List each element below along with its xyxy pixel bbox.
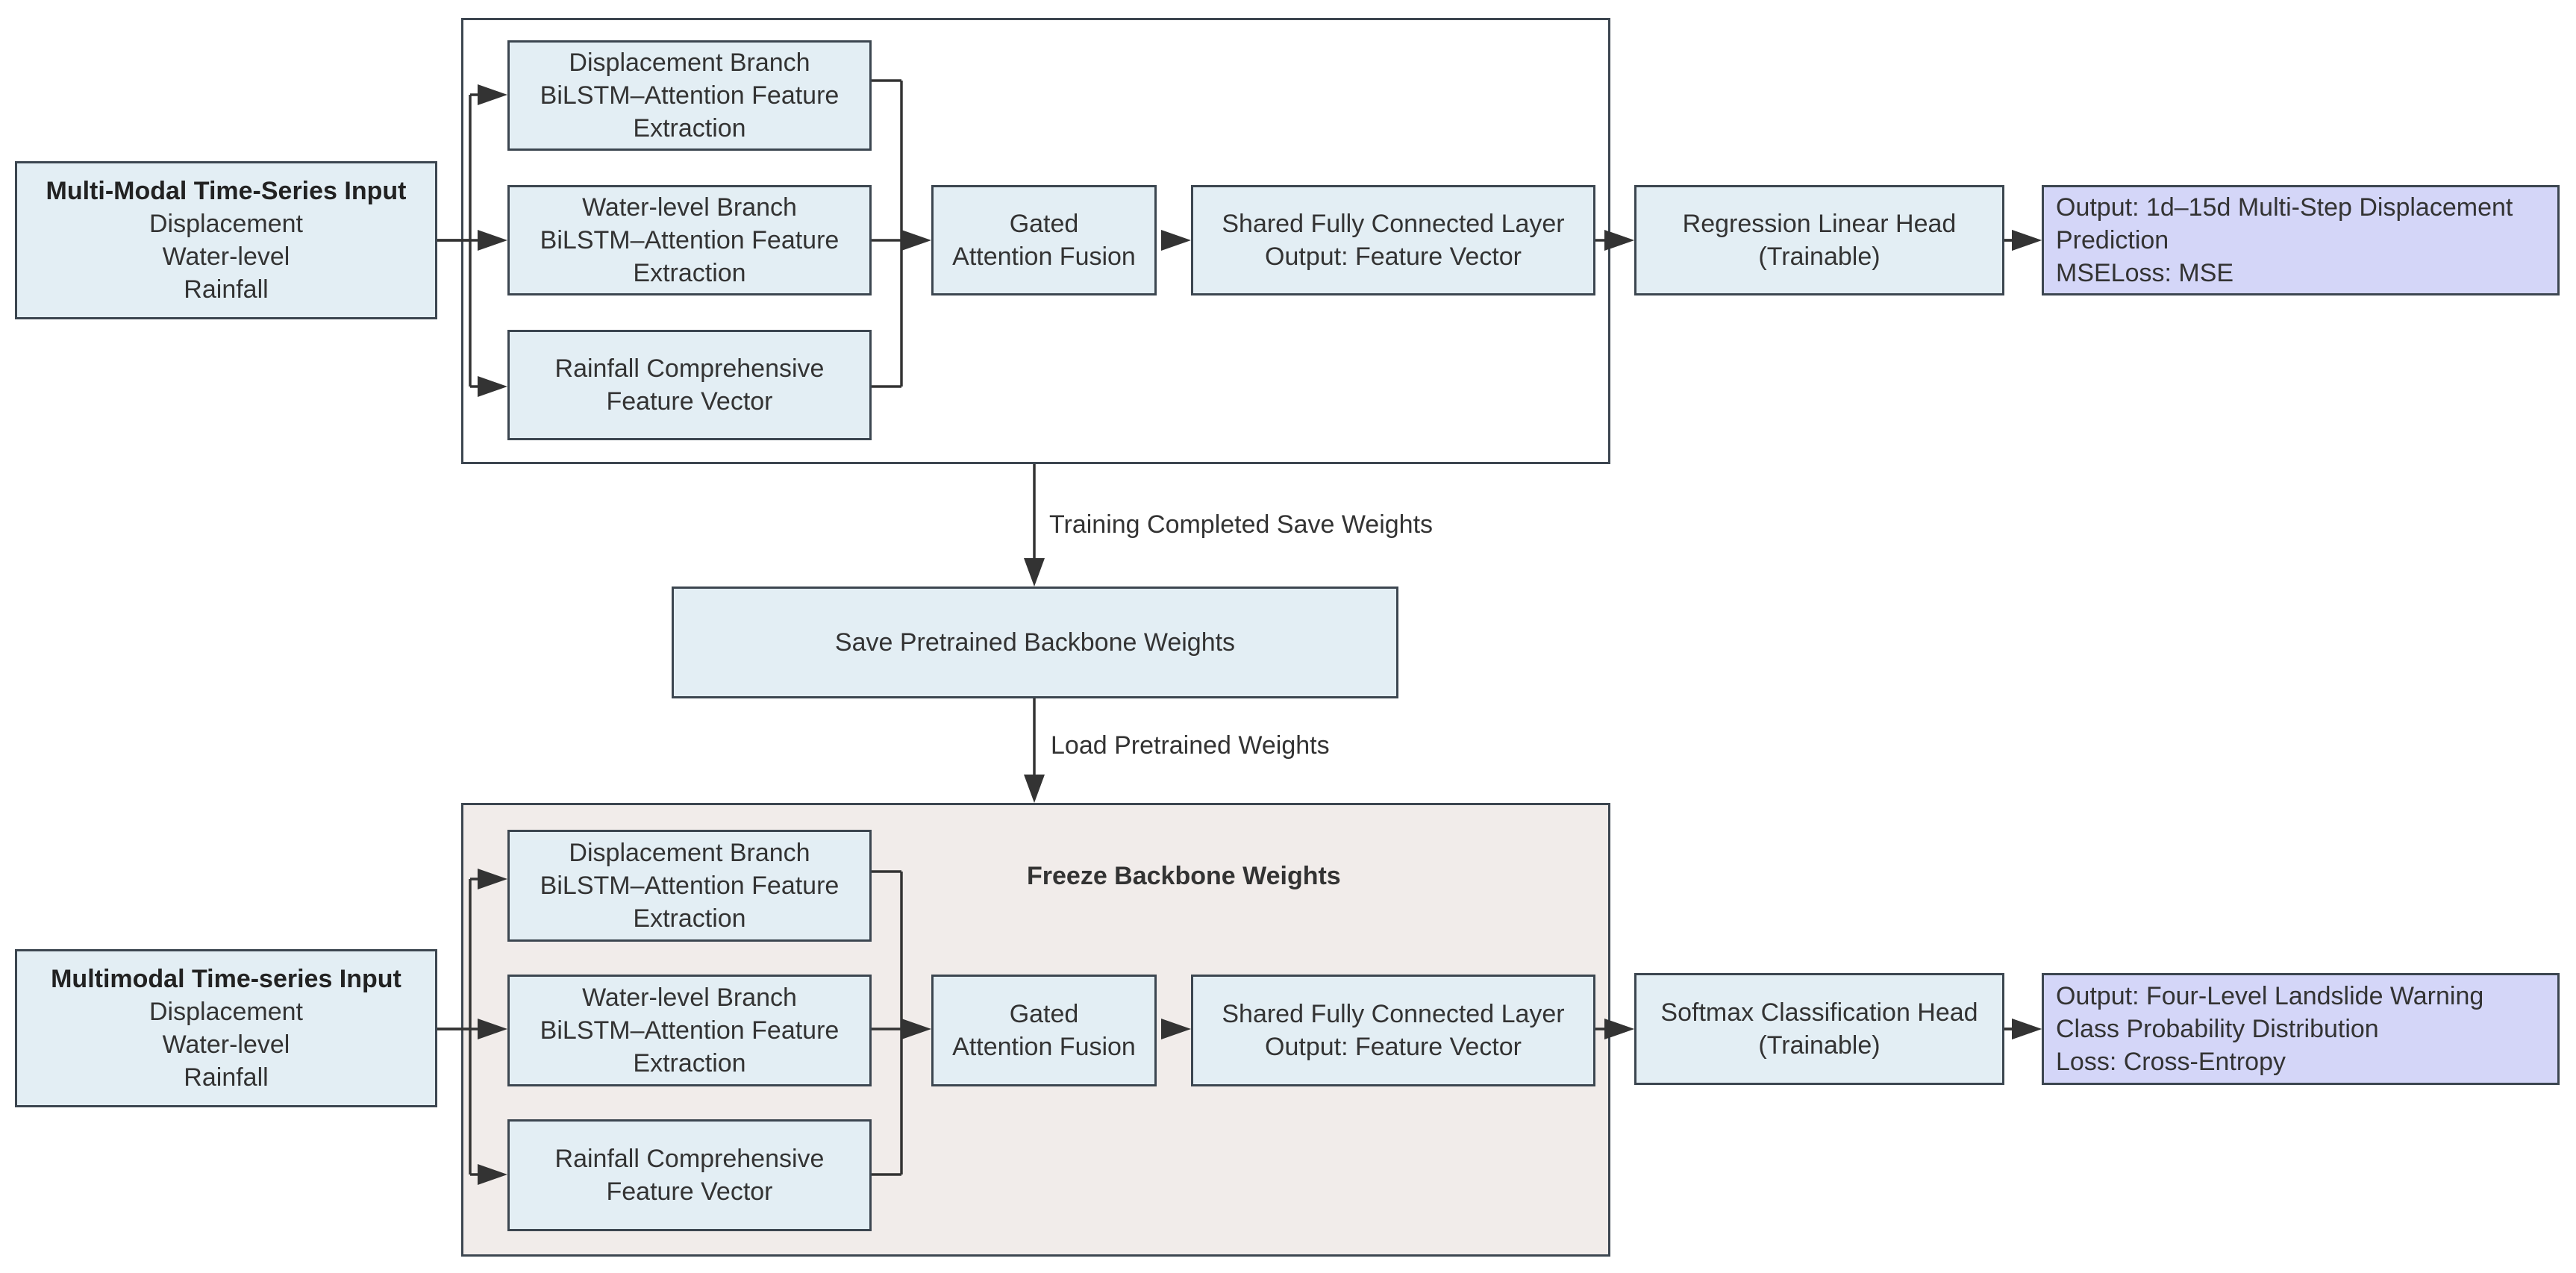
node-text: Gated	[1009, 210, 1079, 238]
bottom-rainfall-branch-node: Rainfall Comprehensive Feature Vector	[507, 1119, 872, 1231]
node-text: Shared Fully Connected Layer	[1222, 210, 1565, 238]
node-text: Loss: Cross-Entropy	[2056, 1048, 2286, 1076]
node-text: MSELoss: MSE	[2056, 259, 2234, 287]
node-text: Displacement Branch	[569, 839, 810, 867]
bottom-input-line: Displacement	[149, 998, 303, 1026]
node-text: Feature Vector	[606, 387, 773, 416]
node-text: Prediction	[2056, 226, 2169, 254]
bottom-output-node: Output: Four-Level Landslide Warning Cla…	[2042, 973, 2560, 1085]
node-text: Output: Feature Vector	[1265, 243, 1522, 271]
node-text: Feature Vector	[606, 1177, 773, 1206]
top-input-node: Multi-Modal Time-Series Input Displaceme…	[15, 161, 437, 319]
bottom-input-line: Water-level	[162, 1030, 290, 1059]
top-output-node: Output: 1d–15d Multi-Step Displacement P…	[2042, 185, 2560, 295]
top-input-line: Water-level	[162, 243, 290, 271]
load-pretrained-edge-label: Load Pretrained Weights	[1048, 731, 1333, 760]
bottom-input-node: Multimodal Time-series Input Displacemen…	[15, 949, 437, 1107]
node-text: Extraction	[633, 904, 746, 933]
top-gated-attention-fusion-node: Gated Attention Fusion	[931, 185, 1157, 295]
node-text: Output: Feature Vector	[1265, 1033, 1522, 1061]
node-text: BiLSTM–Attention Feature	[540, 1016, 840, 1045]
bottom-displacement-branch-node: Displacement Branch BiLSTM–Attention Fea…	[507, 830, 872, 942]
bottom-input-line: Rainfall	[184, 1063, 269, 1092]
node-text: Output: Four-Level Landslide Warning	[2056, 982, 2484, 1010]
top-input-line: Rainfall	[184, 275, 269, 304]
node-text: Regression Linear Head	[1682, 210, 1957, 238]
node-text: Extraction	[633, 114, 746, 143]
node-text: BiLSTM–Attention Feature	[540, 81, 840, 110]
node-text: BiLSTM–Attention Feature	[540, 872, 840, 900]
top-displacement-branch-node: Displacement Branch BiLSTM–Attention Fea…	[507, 40, 872, 151]
top-input-title: Multi-Modal Time-Series Input	[46, 177, 407, 205]
node-text: BiLSTM–Attention Feature	[540, 226, 840, 254]
node-text: Output: 1d–15d Multi-Step Displacement	[2056, 193, 2513, 222]
node-text: Save Pretrained Backbone Weights	[834, 628, 1236, 657]
save-pretrained-weights-node: Save Pretrained Backbone Weights	[672, 587, 1398, 698]
node-text: Rainfall Comprehensive	[554, 1145, 825, 1173]
top-shared-fc-node: Shared Fully Connected Layer Output: Fea…	[1191, 185, 1595, 295]
node-text: Shared Fully Connected Layer	[1222, 1000, 1565, 1028]
bottom-softmax-head-node: Softmax Classification Head (Trainable)	[1634, 973, 2004, 1085]
node-text: Gated	[1009, 1000, 1079, 1028]
node-text: Softmax Classification Head	[1660, 998, 1978, 1027]
bottom-shared-fc-node: Shared Fully Connected Layer Output: Fea…	[1191, 975, 1595, 1086]
node-text: Water-level Branch	[582, 983, 797, 1012]
node-text: Extraction	[633, 259, 746, 287]
top-rainfall-branch-node: Rainfall Comprehensive Feature Vector	[507, 330, 872, 440]
bottom-input-title: Multimodal Time-series Input	[51, 965, 401, 993]
top-input-line: Displacement	[149, 210, 303, 238]
top-waterlevel-branch-node: Water-level Branch BiLSTM–Attention Feat…	[507, 185, 872, 295]
node-text: Extraction	[633, 1049, 746, 1077]
node-text: Class Probability Distribution	[2056, 1015, 2379, 1043]
frozen-backbone-group-label: Freeze Backbone Weights	[1027, 862, 1341, 890]
training-completed-edge-label: Training Completed Save Weights	[1046, 510, 1437, 539]
node-text: Displacement Branch	[569, 49, 810, 77]
node-text: (Trainable)	[1758, 243, 1881, 271]
top-regression-head-node: Regression Linear Head (Trainable)	[1634, 185, 2004, 295]
bottom-gated-attention-fusion-node: Gated Attention Fusion	[931, 975, 1157, 1086]
node-text: (Trainable)	[1758, 1031, 1881, 1060]
middle-vertical-edges	[1024, 464, 1045, 803]
node-text: Attention Fusion	[952, 1033, 1136, 1061]
node-text: Attention Fusion	[952, 243, 1136, 271]
node-text: Rainfall Comprehensive	[554, 354, 825, 383]
bottom-waterlevel-branch-node: Water-level Branch BiLSTM–Attention Feat…	[507, 975, 872, 1086]
node-text: Water-level Branch	[582, 193, 797, 222]
